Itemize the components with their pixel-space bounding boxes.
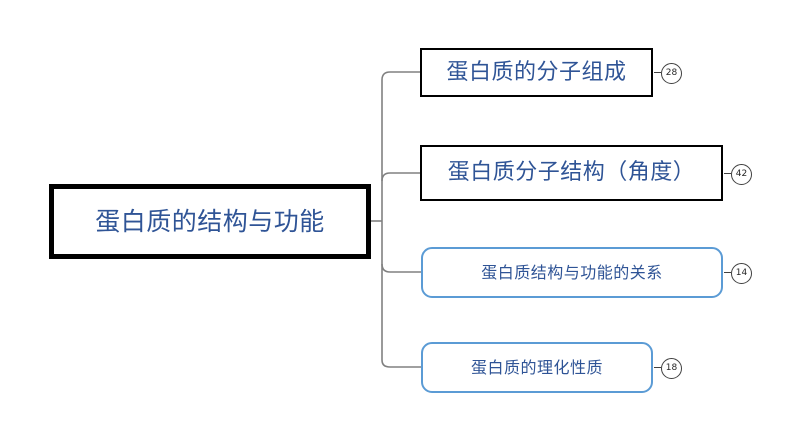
- mindmap-branch-label-4: 蛋白质的理化性质: [470, 357, 603, 377]
- badge-stem-4: [654, 367, 661, 368]
- connector-branch-2: [381, 172, 420, 182]
- mindmap-branch-label-1: 蛋白质的分子组成: [446, 59, 627, 85]
- mindmap-branch-label-3: 蛋白质结构与功能的关系: [481, 262, 663, 282]
- badge-stem-3: [724, 272, 731, 273]
- badge-stem-2: [724, 173, 731, 174]
- branch-badge-2[interactable]: 42: [731, 164, 752, 185]
- mindmap-branch-node-4[interactable]: 蛋白质的理化性质: [421, 342, 653, 393]
- connector-branch-4: [381, 359, 421, 368]
- branch-badge-3[interactable]: 14: [731, 263, 752, 284]
- branch-badge-1[interactable]: 28: [661, 63, 682, 84]
- mindmap-branch-node-2[interactable]: 蛋白质分子结构（角度）: [420, 145, 723, 201]
- mindmap-root-label: 蛋白质的结构与功能: [95, 207, 325, 236]
- badge-stem-1: [654, 72, 661, 73]
- mindmap-root-node[interactable]: 蛋白质的结构与功能: [49, 184, 371, 259]
- mindmap-branch-node-3[interactable]: 蛋白质结构与功能的关系: [421, 247, 723, 298]
- mindmap-branch-label-2: 蛋白质分子结构（角度）: [447, 160, 696, 185]
- connector-branch-3: [381, 263, 421, 273]
- branch-badge-4[interactable]: 18: [661, 358, 682, 379]
- connector-branch-1: [381, 71, 420, 81]
- mindmap-branch-node-1[interactable]: 蛋白质的分子组成: [420, 48, 653, 97]
